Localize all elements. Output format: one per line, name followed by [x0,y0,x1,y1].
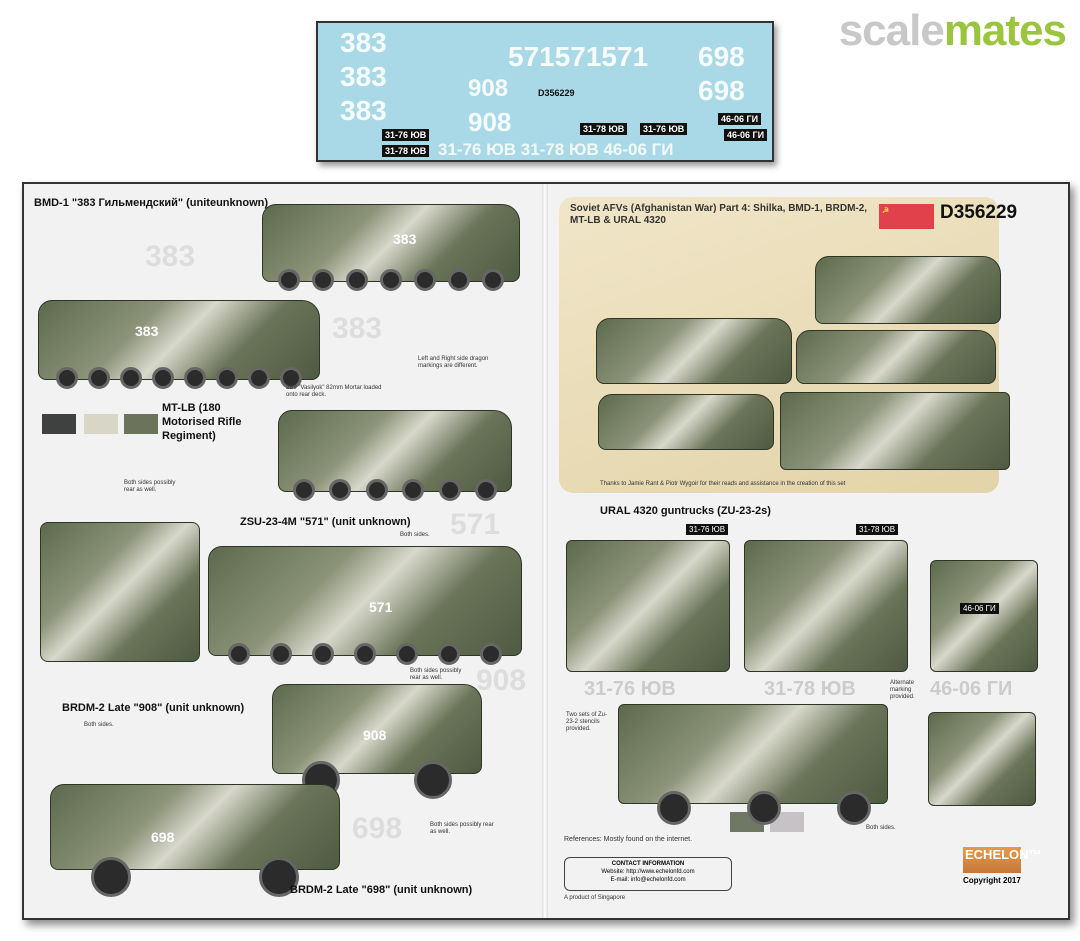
decal-number: 698 [698,75,745,106]
decal-plate: 46-06 ГИ [724,129,768,141]
ural-label: URAL 4320 guntrucks (ZU-23-2s) [600,505,771,517]
brdm908-label: BRDM-2 Late "908" (unit unknown) [62,702,245,714]
dragon-note: Left and Right side dragon markings are … [418,356,489,370]
copyright: Copyright 2017 [963,876,1021,885]
stencil-note: Two sets of Zu-23-2 stencils provided. [566,712,608,733]
page-fold [542,184,548,918]
ural-front-4606 [930,560,1038,672]
ghost-plate: 46-06 ГИ [930,678,1013,700]
mtlb-label: MT-LB (180 Motorised Rifle Regiment) [162,402,242,442]
cover-brdm [815,256,1001,324]
ghost-number: 571 [450,508,501,541]
contact-box: CONTACT INFORMATION Website: http://www.… [564,857,732,891]
color-swatch [770,812,804,832]
thanks-note: Thanks to Jamie Rant & Piotr Wygoir for … [600,481,846,487]
bmd1-profile: 383 [262,204,520,291]
cover-ural [780,392,1010,470]
color-swatch [42,414,76,434]
plate-4606: 46-06 ГИ [960,603,999,614]
product-code: D356229 [940,202,1018,223]
decal-number: 698 [698,41,745,72]
ural-profile [618,704,888,825]
decal-bottom-text: 31-76 ЮВ 31-78 ЮВ 46-06 ГИ [438,140,674,159]
references-note: References: Mostly found on the internet… [564,836,693,843]
ghost-number: 383 [145,240,196,273]
bmd1-label: BMD-1 "383 Гильмендский" (uniteunknown) [34,197,269,209]
cover-bmd [598,394,774,450]
plate-3178: 31-78 ЮВ [856,524,899,535]
decal-sheet-image: 383 383 383 571571571 908 908 698 698 D3… [316,21,774,162]
origin-note: A product of Singapore [564,895,626,901]
decal-number: 383 [340,61,387,92]
contact-email: E-mail: info@echelonfd.com [610,877,686,884]
hammer-sickle-icon: ☭ [882,206,890,215]
decal-plate: 31-78 ЮВ [382,145,430,157]
scalemates-watermark: scalemates [838,6,1067,55]
both-sides-note: Both sides. [84,722,114,728]
decal-plate: 31-76 ЮВ [640,123,688,135]
ural-front-3178 [744,540,908,672]
echelon-logo: ECHELON™ [963,847,1042,873]
both-sides-note: Both sides possibly rear as well. [410,668,462,682]
both-sides-note: Both sides. [400,532,430,538]
plate-3176: 31-76 ЮВ [686,524,729,535]
brdm698-label: BRDM-2 Late "698" (unit unknown) [290,884,473,896]
contact-heading: CONTACT INFORMATION [611,861,685,867]
cover-mtlb [596,318,792,384]
cover-zsu [796,330,996,384]
ghost-plate: 31-78 ЮВ [764,678,856,700]
decal-number: 571571571 [508,41,649,72]
color-swatch [84,414,118,434]
alternate-note: Alternate marking provided. [890,680,915,701]
both-sides-note: Both sides possibly rear as well. [124,480,176,494]
ural-front-3176 [566,540,730,672]
zsu-profile: 571 [208,546,522,665]
decal-code: D356229 [538,88,575,98]
mortar-note: 2B9 "Vasilyok" 82mm Mortar loaded onto r… [286,385,382,399]
decal-number: 908 [468,75,509,102]
brdm908-profile: 908 [272,684,482,799]
decal-plate: 46-06 ГИ [718,113,762,125]
decal-plate: 31-78 ЮВ [580,123,628,135]
brdm698-profile: 698 [50,784,340,897]
ghost-number: 908 [476,664,527,697]
contact-website: Website: http://www.echelonfd.com [601,869,695,876]
color-swatch [124,414,158,434]
ghost-plate: 31-76 ЮВ [584,678,676,700]
decal-number: 908 [468,107,512,137]
bmd1-profile-left: 383 [38,300,320,389]
ural-front-alt [928,712,1036,806]
soviet-flag: ☭ [879,204,934,229]
both-sides-note: Both sides possibly rear as well. [430,822,494,836]
sheet-title: Soviet AFVs (Afghanistan War) Part 4: Sh… [570,203,868,226]
ghost-number: 698 [352,812,403,845]
mtlb-profile [278,410,512,501]
both-sides-note: Both sides. [866,825,896,831]
zsu-label: ZSU-23-4M "571" (unit unknown) [240,516,411,528]
decal-number: 383 [340,95,387,126]
zsu-front-view [40,522,200,662]
decal-plate: 31-76 ЮВ [382,129,430,141]
decal-number: 383 [340,27,387,58]
ghost-number: 383 [332,312,383,345]
